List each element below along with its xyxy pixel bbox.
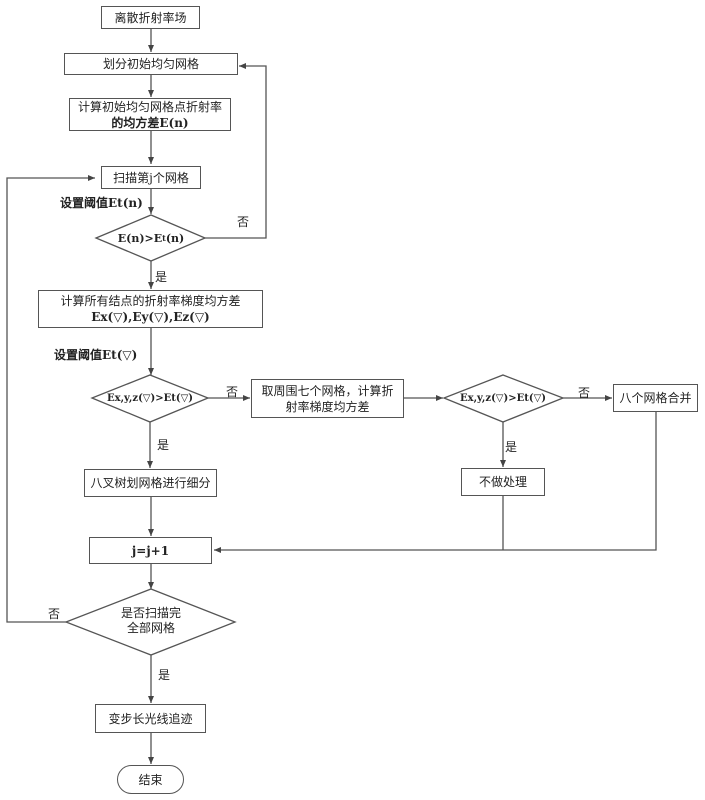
node-start: 离散折射率场 bbox=[101, 6, 200, 29]
node-octree-split-label: 八叉树划网格进行细分 bbox=[90, 476, 211, 490]
node-ray-trace-label: 变步长光线追迹 bbox=[108, 711, 193, 726]
node-calc-variance-line2: 的均方差E(n) bbox=[111, 115, 189, 130]
node-end-label: 结束 bbox=[138, 772, 163, 787]
node-init-grid-label: 划分初始均匀网格 bbox=[102, 57, 199, 71]
decision-n-shape bbox=[94, 214, 207, 262]
node-seven-grids-line2: 射率梯度均方差 bbox=[285, 399, 370, 414]
node-seven-grids: 取周围七个网格，计算折 射率梯度均方差 bbox=[251, 379, 404, 418]
node-merge-eight: 八个网格合并 bbox=[613, 384, 698, 412]
node-calc-variance-line1: 计算初始均匀网格点折射率 bbox=[77, 99, 222, 114]
decision-grad-shape bbox=[90, 374, 210, 423]
decision-grad-label: Ex,y,z(▽)>Et(▽) bbox=[106, 392, 193, 404]
decision-grad2-shape bbox=[442, 374, 565, 423]
edge-label-decision-grad-yes: 是 bbox=[157, 438, 170, 452]
node-merge-eight-label: 八个网格合并 bbox=[619, 391, 692, 405]
edge-label-decision-n-yes: 是 bbox=[155, 270, 168, 284]
edge-merge-to-increment bbox=[214, 412, 657, 553]
edge-label-decision-done-no: 否 bbox=[48, 607, 61, 621]
decision-grad2-label: Ex,y,z(▽)>Et(▽) bbox=[459, 392, 546, 404]
edge-decision-n-no-to-init-grid bbox=[205, 63, 267, 239]
node-end: 结束 bbox=[117, 765, 184, 794]
edge-label-decision-done-yes: 是 bbox=[158, 668, 171, 682]
node-increment-label: j=j+1 bbox=[131, 543, 170, 558]
threshold-grad-label: 设置阈值Et(▽) bbox=[54, 348, 138, 362]
node-start-label: 离散折射率场 bbox=[114, 10, 187, 25]
node-no-process-label: 不做处理 bbox=[478, 475, 527, 489]
edge-label-decision-grad2-no: 否 bbox=[578, 386, 591, 400]
node-ray-trace: 变步长光线追迹 bbox=[95, 704, 206, 733]
edge-label-decision-n-no: 否 bbox=[237, 215, 250, 229]
node-no-process: 不做处理 bbox=[461, 468, 545, 496]
node-calc-gradient: 计算所有结点的折射率梯度均方差 Ex(▽),Ey(▽),Ez(▽) bbox=[38, 290, 263, 328]
decision-done-line1: 是否扫描完 bbox=[120, 606, 181, 620]
node-calc-gradient-line1: 计算所有结点的折射率梯度均方差 bbox=[60, 294, 241, 308]
node-seven-grids-line1: 取周围七个网格，计算折 bbox=[261, 383, 394, 398]
edge-label-decision-grad-no: 否 bbox=[226, 385, 239, 399]
decision-done-shape bbox=[64, 588, 237, 656]
node-scan-grid-label: 扫描第j个网格 bbox=[113, 170, 189, 185]
node-increment: j=j+1 bbox=[89, 537, 212, 564]
node-calc-gradient-line2: Ex(▽),Ey(▽),Ez(▽) bbox=[91, 310, 210, 324]
decision-done-label: 是否扫描完 全部网格 bbox=[101, 604, 201, 638]
threshold-n-label: 设置阈值Et(n) bbox=[60, 196, 143, 210]
node-octree-split: 八叉树划网格进行细分 bbox=[84, 469, 217, 497]
edge-decision-done-no-to-scan-grid bbox=[6, 175, 95, 623]
decision-done-line2: 全部网格 bbox=[126, 621, 175, 635]
node-scan-grid: 扫描第j个网格 bbox=[101, 166, 201, 189]
node-calc-variance: 计算初始均匀网格点折射率 的均方差E(n) bbox=[69, 98, 231, 131]
edge-label-decision-grad2-yes: 是 bbox=[505, 440, 518, 454]
node-init-grid: 划分初始均匀网格 bbox=[64, 53, 238, 75]
